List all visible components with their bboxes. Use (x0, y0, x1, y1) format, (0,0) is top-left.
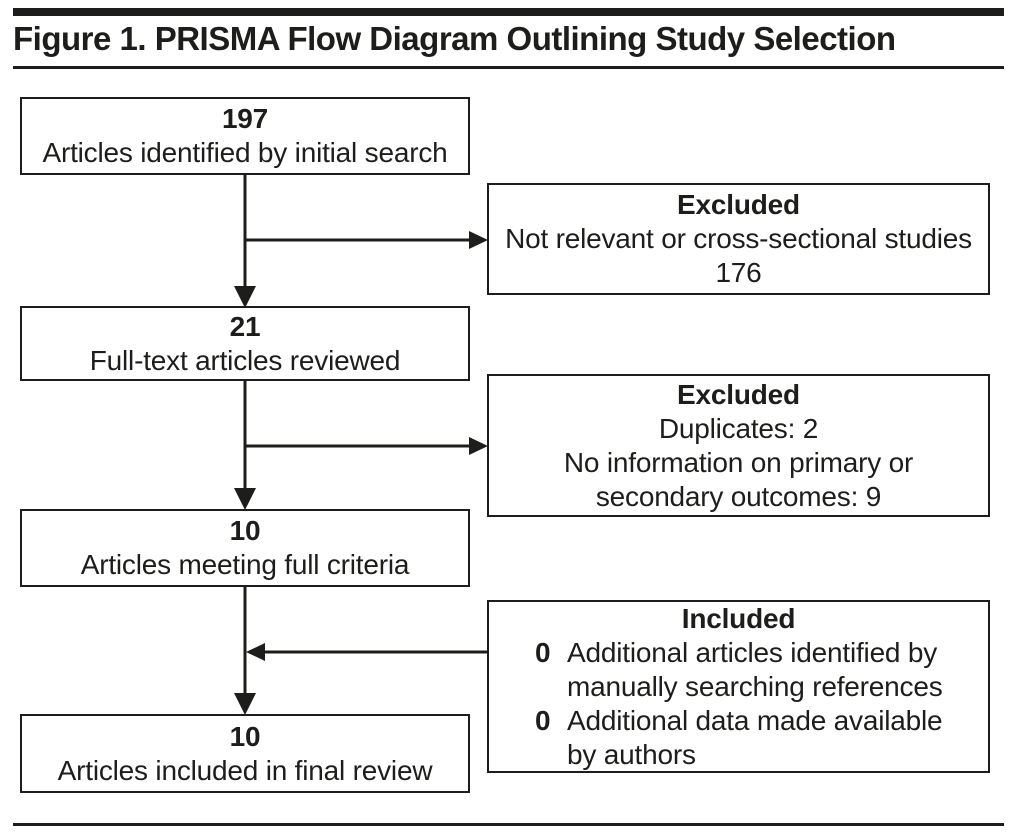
final-label: Articles included in final review (57, 754, 433, 786)
header-top-bar (13, 8, 1004, 16)
included-heading: Included (681, 602, 796, 634)
excluded1-count: 176 (715, 257, 762, 288)
box-included-additional: Included 0 Additional articles identifie… (487, 600, 990, 773)
included-item-2-count: 0 (535, 704, 551, 736)
arrow-to-excluded-2 (245, 437, 488, 455)
box-final-review: 10 Articles included in final review (20, 714, 470, 793)
arrow-identified-to-fulltext (234, 175, 256, 308)
identified-label: Articles identified by initial search (42, 137, 448, 168)
criteria-count: 10 (229, 515, 261, 546)
included-item-2-text: Additional data made available by author… (567, 704, 943, 770)
excluded2-reason-no-information: No information on primary or secondary o… (563, 446, 914, 512)
included-item-1-text: Additional articles identified by manual… (567, 636, 943, 702)
fulltext-label: Full-text articles reviewed (89, 344, 401, 376)
box-excluded-initial: Excluded Not relevant or cross-sectional… (487, 183, 990, 295)
criteria-label: Articles meeting full criteria (80, 549, 410, 580)
figure-bottom-rule (13, 823, 1004, 826)
excluded2-heading: Excluded (677, 378, 800, 410)
box-articles-identified: 197 Articles identified by initial searc… (20, 97, 470, 175)
identified-count: 197 (221, 103, 269, 134)
final-count: 10 (229, 720, 261, 752)
arrow-fulltext-to-criteria (234, 381, 256, 510)
fulltext-count: 21 (229, 310, 261, 342)
excluded2-reason-duplicates: Duplicates: 2 (658, 412, 819, 444)
arrow-criteria-to-final (234, 587, 256, 715)
excluded1-heading: Excluded (677, 189, 800, 220)
box-meeting-criteria: 10 Articles meeting full criteria (20, 509, 470, 587)
box-excluded-fulltext: Excluded Duplicates: 2 No information on… (487, 374, 990, 517)
included-item-1-count: 0 (535, 636, 551, 668)
figure-title: Figure 1. PRISMA Flow Diagram Outlining … (13, 20, 896, 57)
arrow-to-excluded-1 (245, 231, 488, 249)
arrow-included-to-flow (246, 643, 487, 661)
box-fulltext-reviewed: 21 Full-text articles reviewed (20, 306, 470, 381)
excluded1-reason: Not relevant or cross-sectional studies (505, 223, 972, 254)
included-item-references: 0 Additional articles identified by manu… (489, 636, 988, 704)
header-underline (13, 66, 1004, 69)
included-item-author-data: 0 Additional data made available by auth… (489, 704, 988, 772)
